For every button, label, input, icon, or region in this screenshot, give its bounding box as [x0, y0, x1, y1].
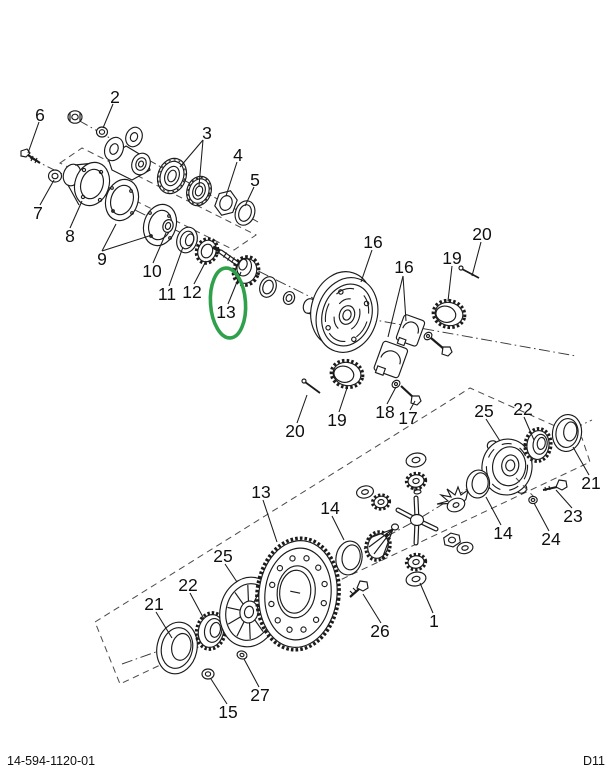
- part-washer-18-upper: [423, 331, 433, 341]
- part-spider-cross-shaft: [395, 495, 439, 546]
- callout-13-highlighted[interactable]: 13: [216, 302, 235, 322]
- callout-12[interactable]: 12: [182, 282, 201, 302]
- callout-17[interactable]: 17: [398, 408, 417, 428]
- part-drive-pinion-13: [212, 245, 261, 287]
- part-ring-small: [282, 291, 296, 305]
- part-bearing-cone-22-right: [523, 427, 553, 463]
- callout-7[interactable]: 7: [33, 203, 43, 223]
- lower-dashed-box: [94, 387, 591, 685]
- callout-16-caps[interactable]: 16: [394, 257, 413, 277]
- part-nut-4: [214, 190, 238, 216]
- part-bolt-17-lower: [400, 385, 422, 406]
- part-washer-14-right: [465, 469, 491, 499]
- part-washer-behind-pinion: [259, 276, 277, 298]
- callout-25-right[interactable]: 25: [474, 401, 493, 421]
- part-locknut-12: [194, 237, 220, 265]
- part-bolt-6: [20, 148, 41, 164]
- part-pinion-gear-left: [370, 493, 392, 511]
- part-side-gear-right: [436, 485, 469, 513]
- highlight-ellipse: [208, 266, 248, 340]
- part-washer-2: [95, 126, 109, 138]
- part-washer-27: [236, 650, 248, 660]
- part-washer-10: [162, 219, 174, 233]
- part-nut-right: [443, 532, 461, 548]
- part-nut-7: [47, 169, 63, 183]
- callout-25-left[interactable]: 25: [213, 546, 232, 566]
- part-ring-gear-13: [255, 536, 341, 652]
- callout-19-upper[interactable]: 19: [442, 248, 461, 268]
- callout-24[interactable]: 24: [541, 529, 561, 549]
- part-washer-5: [234, 200, 256, 226]
- callout-21-left[interactable]: 21: [144, 594, 163, 614]
- doc-number: 14-594-1120-01: [7, 754, 95, 768]
- callout-27[interactable]: 27: [250, 685, 269, 705]
- part-carrier-housing-16: [310, 271, 379, 353]
- part-pinion-gear-bottom: [404, 552, 428, 572]
- part-washer-18-lower: [391, 379, 401, 389]
- part-input-yoke: [103, 126, 151, 181]
- callout-10[interactable]: 10: [142, 261, 162, 281]
- part-thrust-washer-right: [456, 541, 474, 555]
- part-gasket-9a: [104, 178, 140, 222]
- callout-20-upper[interactable]: 20: [472, 224, 492, 244]
- page-code: D11: [583, 754, 605, 768]
- part-bearing-cup-21-right: [551, 413, 583, 453]
- part-bolt-23: [542, 479, 568, 492]
- part-bearing-cup-11: [176, 226, 198, 254]
- part-cotter-pin-20-right: [458, 265, 480, 279]
- part-adjusting-ring-19-left: [329, 358, 365, 390]
- part-bolt-17-upper: [430, 337, 453, 357]
- part-thrust-washer-bottom-1: [405, 571, 427, 587]
- part-bearing-3b: [186, 175, 212, 207]
- part-nut-15: [201, 668, 215, 680]
- callout-11[interactable]: 11: [158, 284, 176, 304]
- callout-6[interactable]: 6: [35, 105, 45, 125]
- part-thrust-washer-left: [356, 485, 374, 499]
- callout-9[interactable]: 9: [97, 249, 107, 269]
- part-adjusting-ring-19-right: [431, 298, 467, 330]
- part-gasket-9b: [142, 203, 178, 247]
- callout-18[interactable]: 18: [375, 402, 394, 422]
- callout-22-right[interactable]: 22: [513, 399, 532, 419]
- callout-16-carrier[interactable]: 16: [363, 232, 382, 252]
- leader-lines: [27, 103, 590, 705]
- callout-5[interactable]: 5: [250, 170, 260, 190]
- part-washer-24: [515, 477, 538, 505]
- callout-3[interactable]: 3: [202, 123, 212, 143]
- callout-26[interactable]: 26: [370, 621, 389, 641]
- callout-1[interactable]: 1: [429, 611, 439, 631]
- callout-20-lower[interactable]: 20: [285, 421, 305, 441]
- part-pinion-gear-top: [404, 471, 428, 495]
- part-bearing-cup-21-left: [156, 621, 198, 675]
- callout-22-left[interactable]: 22: [178, 575, 197, 595]
- part-cotter-pin-20-left: [301, 378, 321, 394]
- part-bearing-cap-a: [395, 314, 426, 347]
- callout-14-right[interactable]: 14: [493, 523, 513, 543]
- callout-14-left[interactable]: 14: [320, 498, 340, 518]
- callout-23[interactable]: 23: [563, 506, 582, 526]
- callout-8[interactable]: 8: [65, 226, 75, 246]
- callout-15[interactable]: 15: [218, 702, 237, 722]
- part-bolt-26: [349, 580, 369, 598]
- callout-4[interactable]: 4: [233, 145, 243, 165]
- part-washer-14-left: [335, 540, 363, 576]
- part-bearing-cap-b: [373, 340, 409, 379]
- callouts: 2 6 3 4 5 7 8 9 10 11 12 13 16 16 19 20 …: [33, 87, 601, 722]
- callout-13-ring-gear[interactable]: 13: [251, 482, 270, 502]
- callout-2[interactable]: 2: [110, 87, 120, 107]
- part-nut-2: [67, 110, 83, 124]
- callout-19-lower[interactable]: 19: [327, 410, 346, 430]
- callout-21-right[interactable]: 21: [581, 473, 600, 493]
- part-thrust-washer-top: [405, 452, 427, 468]
- part-bearing-cage-8: [62, 161, 111, 207]
- part-bearing-3a: [156, 157, 188, 195]
- part-drive-pinion-mate-gear: [364, 523, 400, 562]
